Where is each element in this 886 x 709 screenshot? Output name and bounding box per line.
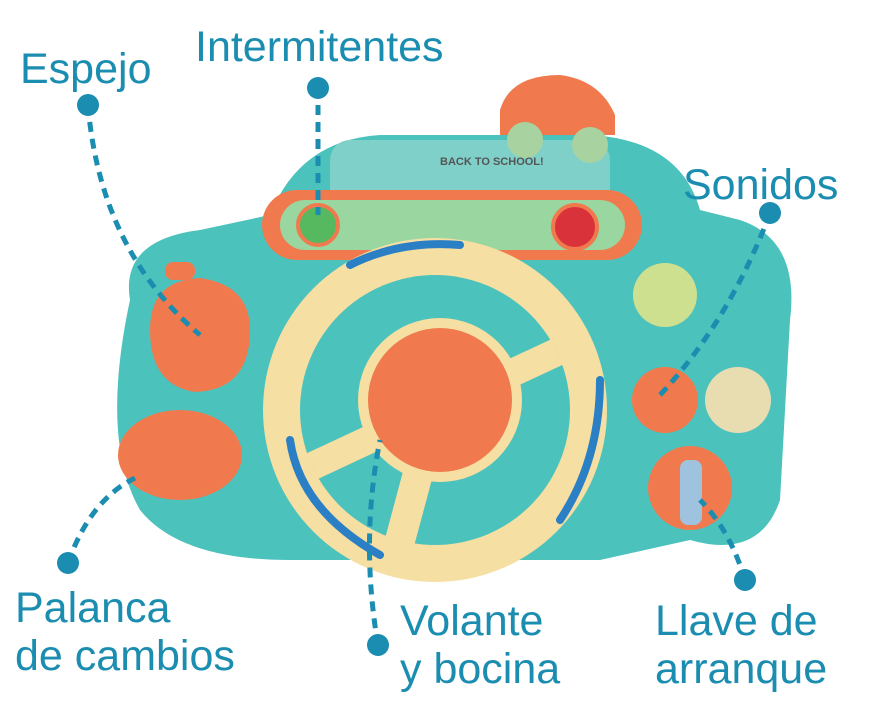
leader-mirror — [85, 104, 202, 337]
leader-lines — [65, 88, 773, 646]
gear-lever — [118, 410, 242, 500]
label-mirror: Espejo — [20, 45, 152, 93]
lion-button — [633, 263, 697, 327]
label-sounds: Sonidos — [683, 161, 839, 209]
horse-button — [705, 367, 771, 433]
key — [680, 460, 702, 525]
music-button — [632, 367, 698, 433]
label-gear-lever-2: de cambios — [15, 632, 235, 680]
label-key-2: arranque — [655, 645, 828, 693]
right-indicator-button — [551, 203, 599, 251]
leader-dots — [57, 77, 781, 656]
label-wheel-1: Volante — [400, 597, 544, 645]
label-indicators: Intermitentes — [195, 23, 444, 71]
horn-button — [368, 328, 512, 472]
label-wheel-2: y bocina — [400, 645, 561, 693]
back-to-school-sign: BACK TO SCHOOL! — [440, 156, 544, 168]
leader-gear — [65, 475, 137, 564]
toy-car-icon — [500, 75, 615, 163]
leader-wheel — [366, 439, 383, 646]
label-gear-lever-1: Palanca — [15, 584, 171, 632]
leader-sounds — [658, 212, 773, 397]
left-indicator-button — [296, 203, 340, 247]
label-key-1: Llave de — [655, 597, 818, 645]
steering-wheel — [263, 238, 607, 582]
